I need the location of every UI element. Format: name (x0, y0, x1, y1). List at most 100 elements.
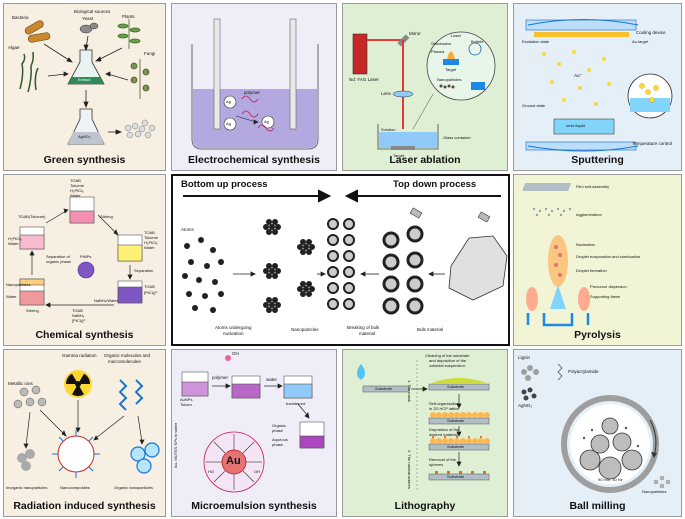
electrode-right (289, 18, 297, 130)
label-toluene-1: Toluene (70, 183, 85, 188)
label-gamma: Gamma radiation (62, 353, 97, 358)
flow-arrows (43, 35, 129, 135)
label-ptcl6-3: [PtCl₆]²⁻ (144, 290, 159, 295)
label-lens: Lens (381, 91, 391, 96)
label-oh: OH (232, 351, 239, 356)
label-organic-np: Organic nanoparticles (114, 485, 153, 490)
nanoparticle-grid (327, 218, 355, 310)
ball-milling-illustration (521, 363, 671, 493)
pyrolysis-illustration (522, 183, 590, 327)
algae-icon (19, 51, 39, 93)
label-au: Au (226, 455, 241, 467)
panel-title: Ball milling (569, 500, 626, 512)
label-fungi: Fungi (144, 51, 156, 56)
panel-title: Electrochemical synthesis (188, 154, 320, 166)
label-mirror: Mirror (409, 31, 421, 36)
plant-icon (117, 19, 141, 49)
label-au-mutes: Au- MUTES NPs in water (173, 422, 178, 468)
label-material: material (359, 331, 376, 336)
agno3-flask-icon (67, 108, 105, 145)
metallic-ions (13, 385, 47, 409)
polymer-chains (241, 95, 275, 132)
label-organic: Organic molecules and (104, 353, 151, 358)
label-precursor: Precursor dispersion (590, 284, 627, 289)
label-substrate-4: Substrate (447, 444, 465, 449)
label-extract: Extract (78, 77, 91, 82)
extract-flask-icon (67, 49, 105, 85)
label-speed: 90 min, 30 Hz (598, 477, 623, 482)
label-nd-yag: Nd: YAG Laser (349, 77, 379, 82)
panel-lithography: Cleaning of the substrate and deposition… (342, 349, 508, 517)
electrochemical-illustration (191, 18, 319, 150)
label-target-zoom: Target (445, 67, 457, 72)
label-aqueous: Aqueous (272, 437, 288, 442)
label-bacteria: Bacteria (12, 15, 29, 20)
panel-title: Pyrolysis (574, 329, 621, 341)
laser-source-icon (352, 33, 368, 75)
panel-sputtering: Cooling device Excitation state Au targe… (513, 3, 682, 171)
oh-molecule (225, 355, 231, 361)
label-substrate-2: Substrate (447, 384, 465, 389)
milling-balls (579, 417, 643, 480)
label-organic-phase: organic phase (46, 259, 72, 264)
panel-green-synthesis: Biological sources Bacteria Yeast Plants… (3, 3, 166, 171)
label-polymer: polymer (244, 90, 261, 95)
label-metallic-ions: Metallic ions (8, 381, 33, 386)
label-glass-container: Glass container (443, 135, 471, 140)
label-lignin: Lignin (518, 355, 531, 360)
label-toluen: Toluen (180, 402, 192, 407)
label-substrate-5: Substrate (447, 474, 465, 479)
laser-ablation-illustration (352, 31, 496, 150)
label-toab-1: TOAB (70, 178, 81, 183)
label-ag-1: Ag (226, 99, 231, 104)
label-ho: HO (208, 469, 214, 474)
label-cooling: Cooling device (636, 30, 666, 35)
label-aqueous-phase: phase (272, 442, 283, 447)
film-layer (522, 183, 572, 191)
substrate-layers (362, 378, 490, 481)
panel-top-down-bottom-up: Bottom up process Top down process Atoms… (171, 174, 510, 346)
panel-title: Chemical synthesis (35, 329, 134, 341)
label-top-down: Top down process (393, 179, 477, 190)
label-nabh4-water: NaBH₄/Water (94, 298, 118, 303)
label-separation: Separation (134, 268, 154, 273)
label-ag-2: Ag (226, 121, 231, 126)
label-nucleation: nucleation (223, 331, 244, 336)
panel-ball-milling: Lignin Polyacrylamide AgNO₃ 90 min, 30 H… (513, 349, 682, 517)
label-algae: Algae (8, 45, 20, 50)
label-toab-4: TOAB (72, 308, 83, 313)
label-ag-3: Ag (264, 119, 269, 124)
label-flame: Supporting flame (590, 294, 621, 299)
panel-title: Microemulsion synthesis (191, 500, 317, 512)
panel-microemulsion-synthesis: OH polymer AuNPs Toluen water transferre… (171, 349, 337, 517)
label-water-3: Water (6, 294, 17, 299)
label-water-1: Water (8, 241, 19, 246)
radiation-symbol-icon (64, 370, 92, 398)
label-yeast: Yeast (82, 16, 94, 21)
yeast-icon (79, 22, 99, 34)
left-flame (526, 287, 538, 311)
ptnps-cluster (77, 261, 95, 279)
bulk-material-rock (448, 235, 508, 301)
panel-title: Green synthesis (43, 154, 126, 166)
label-ionic: Ionic liquid (566, 123, 585, 128)
label-deposition: Deposition of the (429, 427, 460, 432)
label-h2ptcl6-1: H₂PtCl₆ (70, 188, 84, 193)
flame-plume (548, 235, 568, 287)
label-deposition-2: desired material (429, 432, 458, 437)
label-ptnps: PtNPs (80, 254, 92, 259)
ag-ion-2 (223, 117, 237, 131)
label-au-ion: Au⁺ (574, 73, 582, 78)
nozzle (550, 285, 566, 309)
label-nanocomposites: Nanocomposites (60, 485, 90, 490)
label-h2ptcl6: H₂PtCl₆ (8, 236, 22, 241)
atoms (182, 237, 224, 313)
label-cleaning-2: and deposition of the (429, 358, 467, 363)
process-illustration (182, 189, 508, 315)
target-icon (391, 146, 415, 150)
panel-radiation-synthesis: Gamma radiation Organic molecules and ma… (3, 349, 166, 517)
label-water-2: Water (144, 245, 155, 250)
label-aunps: AuNPs (180, 397, 193, 402)
lens-icon (392, 90, 414, 98)
label-ptcl6-4: [PtCl₆]²⁻ (72, 318, 87, 323)
